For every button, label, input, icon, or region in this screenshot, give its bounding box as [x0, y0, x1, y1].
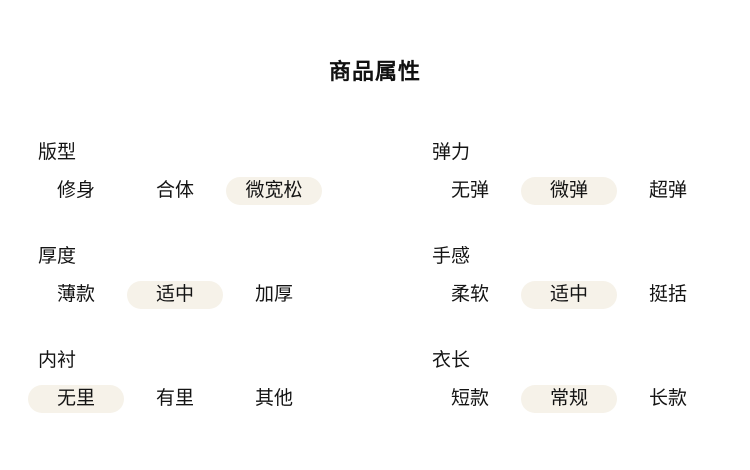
- attribute-option[interactable]: 超弹: [648, 180, 687, 201]
- attribute-group-label: 弹力: [432, 142, 471, 163]
- attribute-options-row: 无里 有里 其他: [28, 385, 343, 413]
- attribute-group-length: 衣长 短款 常规 长款: [432, 349, 737, 413]
- attribute-option[interactable]: 修身: [56, 180, 95, 201]
- page-title: 商品属性: [328, 59, 421, 84]
- attribute-option[interactable]: 常规: [521, 385, 617, 413]
- attribute-options-row: 柔软 适中 挺括: [422, 281, 737, 309]
- attribute-option[interactable]: 合体: [155, 180, 194, 201]
- attribute-group-label: 厚度: [38, 246, 77, 267]
- attribute-option[interactable]: 微弹: [521, 177, 617, 205]
- attribute-group-elasticity: 弹力 无弹 微弹 超弹: [432, 141, 737, 205]
- attribute-group-feel: 手感 柔软 适中 挺括: [432, 245, 737, 309]
- attribute-option[interactable]: 薄款: [56, 284, 95, 305]
- attribute-option[interactable]: 适中: [127, 281, 223, 309]
- attribute-option[interactable]: 适中: [521, 281, 617, 309]
- attribute-option[interactable]: 柔软: [450, 284, 489, 305]
- attribute-option[interactable]: 无弹: [450, 180, 489, 201]
- attribute-option[interactable]: 微宽松: [226, 177, 322, 205]
- attribute-options-row: 修身 合体 微宽松: [28, 177, 343, 205]
- attribute-column-left: 版型 修身 合体 微宽松 厚度 薄款 适中 加厚 内衬 无里: [28, 141, 343, 453]
- attribute-option[interactable]: 有里: [155, 388, 194, 409]
- attribute-options-row: 无弹 微弹 超弹: [422, 177, 737, 205]
- attribute-option[interactable]: 其他: [254, 388, 293, 409]
- attribute-column-right: 弹力 无弹 微弹 超弹 手感 柔软 适中 挺括 衣长 短款: [432, 141, 737, 453]
- attribute-group-label: 衣长: [432, 350, 471, 371]
- attribute-options-row: 薄款 适中 加厚: [28, 281, 343, 309]
- attribute-columns: 版型 修身 合体 微宽松 厚度 薄款 适中 加厚 内衬 无里: [0, 141, 750, 453]
- attribute-option[interactable]: 长款: [648, 388, 687, 409]
- attribute-option[interactable]: 短款: [450, 388, 489, 409]
- attribute-option[interactable]: 无里: [28, 385, 124, 413]
- attribute-option[interactable]: 加厚: [254, 284, 293, 305]
- attribute-group-label: 内衬: [38, 350, 77, 371]
- attribute-option[interactable]: 挺括: [648, 284, 687, 305]
- attribute-group-label: 版型: [38, 142, 77, 163]
- attribute-group-lining: 内衬 无里 有里 其他: [28, 349, 343, 413]
- attribute-options-row: 短款 常规 长款: [422, 385, 737, 413]
- attribute-group-thickness: 厚度 薄款 适中 加厚: [38, 245, 343, 309]
- attribute-group-label: 手感: [432, 246, 471, 267]
- attribute-group-fit: 版型 修身 合体 微宽松: [38, 141, 343, 205]
